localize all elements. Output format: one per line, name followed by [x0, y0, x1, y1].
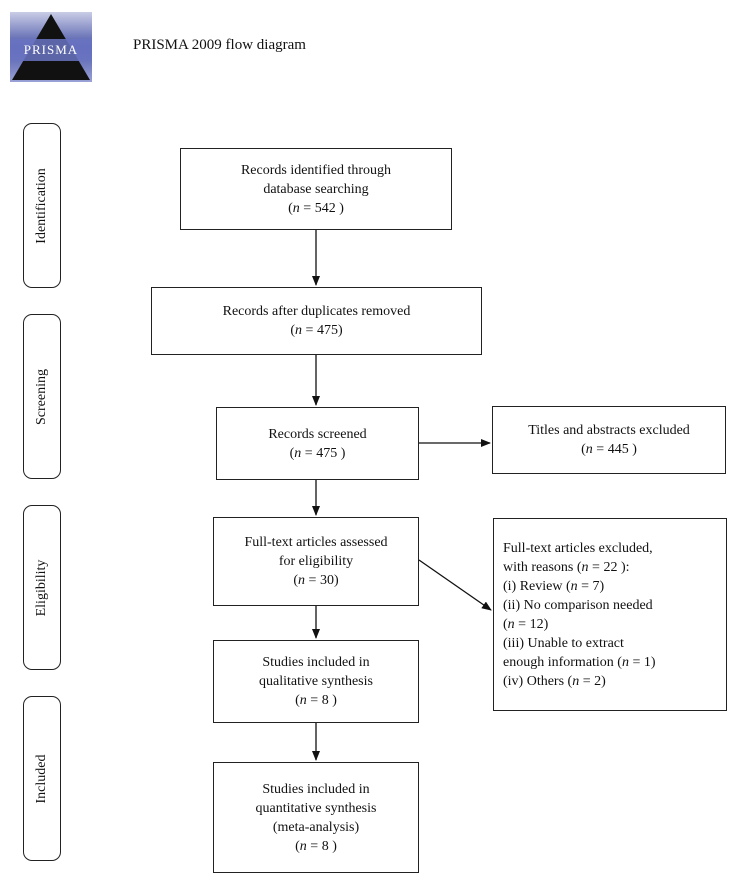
- box-qualitative-synthesis-count: (n = 8 ): [295, 693, 337, 708]
- box-abstracts-excluded-count: (n = 445 ): [581, 442, 637, 457]
- box-duplicates-removed-line1: Records after duplicates removed: [222, 304, 411, 319]
- box-fulltext-assessed: Full-text articles assessed for eligibil…: [213, 517, 419, 606]
- box-fulltext-assessed-count: (n = 30): [293, 573, 339, 588]
- prisma-logo: PRISMA: [10, 12, 92, 82]
- box-quantitative-synthesis-count: (n = 8 ): [295, 838, 337, 854]
- phase-identification: Identification: [23, 123, 61, 288]
- box-fulltext-excluded-reason3: (iii) Unable to extract: [503, 635, 624, 651]
- box-qualitative-synthesis-line2: qualitative synthesis: [259, 674, 373, 689]
- box-duplicates-removed-count: (n = 475): [290, 323, 343, 338]
- page-title: PRISMA 2009 flow diagram: [133, 37, 306, 53]
- box-abstracts-excluded-line1: Titles and abstracts excluded: [528, 423, 690, 438]
- box-records-screened-line1: Records screened: [268, 426, 367, 442]
- box-abstracts-excluded: Titles and abstracts excluded (n = 445 ): [492, 406, 726, 474]
- box-fulltext-excluded-reason2: (ii) No comparison needed: [503, 597, 653, 613]
- box-records-screened-count: (n = 475 ): [289, 445, 346, 461]
- box-quantitative-synthesis-line3: (meta-analysis): [272, 819, 360, 835]
- box-quantitative-synthesis-line1: Studies included in: [262, 781, 370, 797]
- box-records-identified: Records identified through database sear…: [180, 148, 452, 230]
- box-fulltext-excluded-reason2-count: (n = 12): [503, 616, 549, 632]
- box-fulltext-excluded-reason3-count: enough information (n = 1): [503, 654, 656, 670]
- logo-text: PRISMA: [23, 42, 79, 57]
- prisma-logo-graphic: [10, 12, 92, 82]
- box-fulltext-excluded-reason4: (iv) Others (n = 2): [503, 673, 606, 689]
- box-quantitative-synthesis: Studies included in quantitative synthes…: [213, 762, 419, 873]
- phase-included: Included: [23, 696, 61, 861]
- box-fulltext-excluded-line1: Full-text articles excluded,: [503, 540, 653, 556]
- box-records-identified-count: (n = 542 ): [288, 200, 344, 216]
- box-fulltext-assessed-line1: Full-text articles assessed: [244, 535, 388, 550]
- box-fulltext-excluded: Full-text articles excluded, with reason…: [493, 518, 727, 711]
- box-records-identified-line1: Records identified through: [240, 162, 392, 178]
- box-qualitative-synthesis: Studies included in qualitative synthesi…: [213, 640, 419, 723]
- box-quantitative-synthesis-line2: quantitative synthesis: [255, 800, 377, 816]
- box-qualitative-synthesis-line1: Studies included in: [262, 655, 370, 670]
- box-records-screened: Records screened (n = 475 ): [216, 407, 419, 480]
- arrow-fulltext-to-excluded: [418, 559, 492, 611]
- box-fulltext-assessed-line2: for eligibility: [278, 554, 354, 569]
- box-fulltext-excluded-line2: with reasons (n = 22 ):: [503, 559, 630, 575]
- phase-screening: Screening: [23, 314, 61, 479]
- box-duplicates-removed: Records after duplicates removed (n = 47…: [151, 287, 482, 355]
- phase-eligibility: Eligibility: [23, 505, 61, 670]
- box-records-identified-line2: database searching: [263, 181, 369, 197]
- box-fulltext-excluded-reason1: (i) Review (n = 7): [503, 578, 605, 594]
